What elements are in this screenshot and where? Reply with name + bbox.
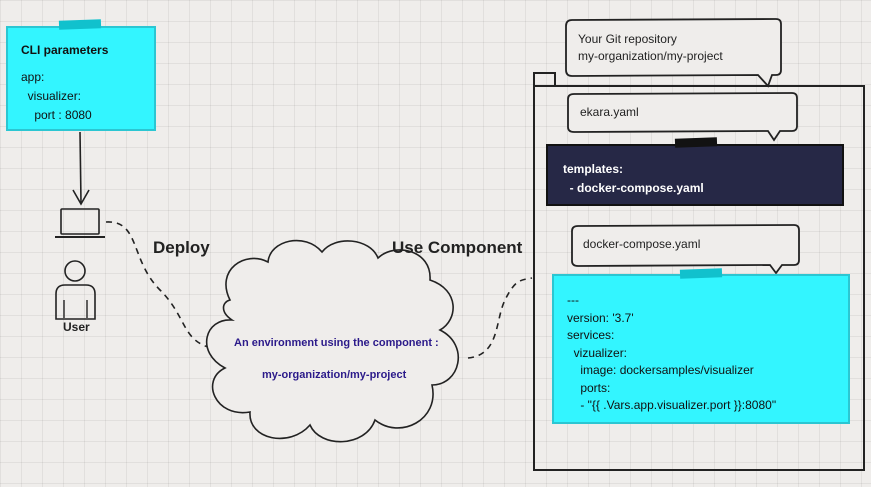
compose-line: version: '3.7': [567, 310, 634, 325]
templates-note-line: templates:: [563, 162, 624, 176]
cloud-text-line1: An environment using the component :: [234, 337, 439, 349]
use-component-label: Use Component: [392, 238, 523, 257]
deploy-connector: [105, 221, 223, 351]
cli-note-line: port : 8080: [21, 108, 92, 122]
compose-line: services:: [567, 328, 615, 342]
repository-folder: [533, 72, 865, 471]
repo-bubble-line2: my-organization/my-project: [578, 49, 723, 63]
tape-strip: [679, 268, 723, 279]
templates-note: templates: - docker-compose.yaml: [546, 144, 844, 206]
compose-line: image: dockersamples/visualizer: [567, 363, 754, 377]
compose-bubble-label: docker-compose.yaml: [583, 237, 701, 251]
compose-bubble-shape: [571, 224, 800, 275]
cli-note-line: app:: [21, 70, 45, 84]
cli-note-line: visualizer:: [21, 89, 82, 103]
arrow-cli-to-user: [72, 131, 90, 206]
user-label: User: [63, 320, 90, 334]
user-icon: [55, 260, 96, 320]
environment-cloud: [205, 239, 459, 443]
compose-line: - "{{ .Vars.app.visualizer.port }}:8080": [567, 398, 777, 412]
compose-line: ports:: [567, 380, 611, 395]
templates-note-line: - docker-compose.yaml: [563, 181, 704, 195]
cli-parameters-note: CLI parameters app: visualizer: port : 8…: [6, 26, 156, 131]
ekara-bubble-label: ekara.yaml: [580, 105, 639, 119]
repo-bubble-line1: Your Git repository: [578, 32, 677, 46]
repo-bubble-shape: [565, 18, 782, 88]
use-component-connector: [467, 277, 533, 359]
ekara-bubble-shape: [567, 92, 798, 142]
tape-strip: [674, 137, 718, 148]
laptop-icon: [55, 208, 105, 238]
compose-line: ---: [567, 293, 579, 307]
deploy-label: Deploy: [153, 238, 210, 257]
cloud-text-line2: my-organization/my-project: [262, 369, 407, 381]
cli-note-title: CLI parameters: [21, 43, 109, 57]
tape-strip: [58, 19, 102, 30]
docker-compose-note: --- version: '3.7' services: vizualizer:…: [552, 274, 850, 424]
compose-line: vizualizer:: [567, 345, 628, 360]
